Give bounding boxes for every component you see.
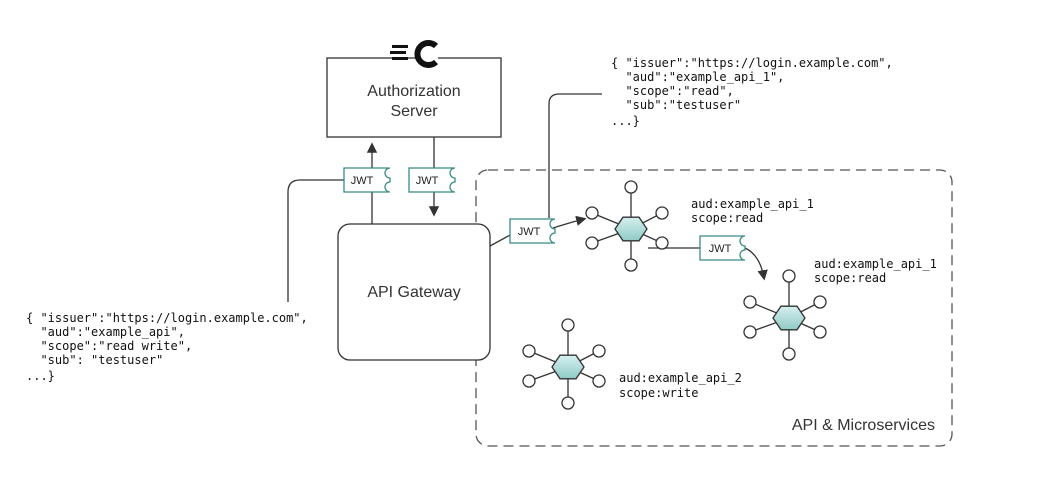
jwt-ticket-auth-to-gateway: JWT — [408, 167, 456, 193]
svg-text:...}: ...} — [26, 369, 55, 383]
service-endpoint-icon — [782, 347, 796, 361]
microservices-region — [475, 169, 953, 447]
service-endpoint-icon — [624, 258, 638, 272]
service-3-scope: scope:write — [619, 386, 698, 400]
auth-server-label-line1: Authorization — [367, 83, 460, 100]
service-endpoint-icon — [522, 374, 536, 388]
svg-text:"scope":"read",: "scope":"read", — [611, 84, 734, 98]
svg-text:"aud":"example_api",: "aud":"example_api", — [26, 325, 185, 339]
service-node-2 — [743, 269, 827, 361]
jwt-ticket-service-to-service: JWT — [699, 235, 746, 261]
service-node-3 — [522, 318, 606, 410]
service-endpoint-icon — [813, 325, 827, 339]
service-endpoint-icon — [624, 180, 638, 194]
service-endpoint-icon — [561, 396, 575, 410]
svg-text:{ "issuer":"https://login.exam: { "issuer":"https://login.example.com", — [611, 56, 893, 70]
jwt-ticket-gateway-to-auth: JWT — [343, 167, 391, 193]
svg-text:"aud":"example_api_1",: "aud":"example_api_1", — [611, 70, 784, 84]
svg-text:JWT: JWT — [518, 226, 541, 238]
service-3-aud: aud:example_api_2 — [619, 371, 742, 385]
service-endpoint-icon — [655, 236, 669, 250]
svg-text:"scope":"read write",: "scope":"read write", — [26, 339, 192, 353]
svg-text:JWT: JWT — [351, 175, 374, 187]
jwt-ticket-gateway-to-service: JWT — [509, 218, 556, 244]
svg-text:"sub": "testuser": "sub": "testuser" — [26, 353, 163, 367]
service-endpoint-icon — [561, 318, 575, 332]
service-2-scope: scope:read — [814, 271, 886, 285]
service-endpoint-icon — [592, 344, 606, 358]
service-1-scope: scope:read — [691, 211, 763, 225]
service-1-aud: aud:example_api_1 — [691, 197, 814, 211]
region-label: API & Microservices — [792, 417, 935, 434]
service-endpoint-icon — [813, 295, 827, 309]
service-2-aud: aud:example_api_1 — [814, 257, 937, 271]
svg-text:"sub":"testuser": "sub":"testuser" — [611, 98, 741, 112]
service-endpoint-icon — [743, 295, 757, 309]
service-endpoint-icon — [743, 325, 757, 339]
service-endpoint-icon — [585, 236, 599, 250]
service-endpoint-icon — [782, 269, 796, 283]
service-endpoint-icon — [592, 374, 606, 388]
token-gateway-json: { "issuer":"https://login.example.com", … — [26, 311, 308, 383]
hexagon-service-icon — [614, 216, 648, 242]
api-gateway-label: API Gateway — [367, 284, 460, 301]
auth-logo-icon — [390, 40, 439, 68]
hexagon-service-icon — [772, 305, 806, 331]
service-endpoint-icon — [655, 206, 669, 220]
service-endpoint-icon — [585, 206, 599, 220]
auth-server-label-line2: Server — [390, 103, 438, 120]
svg-text:JWT: JWT — [709, 243, 732, 255]
svg-text:...}: ...} — [611, 114, 640, 128]
service-endpoint-icon — [522, 344, 536, 358]
svg-text:JWT: JWT — [416, 175, 439, 187]
hexagon-service-icon — [551, 354, 585, 380]
token-service-json: { "issuer":"https://login.example.com", … — [611, 56, 893, 128]
api-gateway-box — [337, 223, 491, 361]
svg-text:{ "issuer":"https://login.exam: { "issuer":"https://login.example.com", — [26, 311, 308, 325]
authorization-server-box — [326, 57, 502, 138]
service-node-1 — [585, 180, 669, 272]
